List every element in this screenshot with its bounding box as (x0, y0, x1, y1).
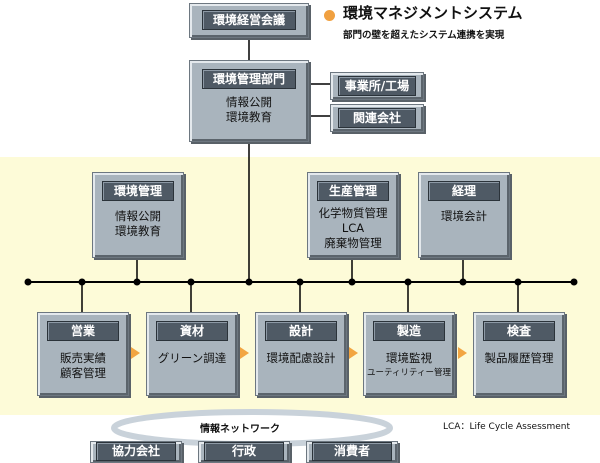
mid-box-env-mgmt: 環境管理 情報公開 環境教育 (92, 172, 184, 258)
network-label: 情報ネットワーク (200, 424, 280, 435)
bottom-box-inspection-header: 検査 (483, 321, 555, 341)
side-box-offices-label: 事業所/工場 (338, 76, 416, 96)
diagram-title: 環境マネジメントシステム (343, 4, 523, 22)
bottom-box-manufacturing: 製造 環境監視 ユーティリティー管理 (363, 312, 455, 396)
env-dept-header: 環境管理部門 (202, 69, 296, 89)
side-box-affiliates-label: 関連会社 (338, 108, 416, 128)
side-box-offices: 事業所/工場 (330, 72, 424, 100)
network-box-government-label: 行政 (204, 442, 284, 461)
lca-note: LCA：Life Cycle Assessment (443, 422, 570, 432)
top-box: 環境経営会議 (189, 3, 309, 38)
env-dept-box: 環境管理部門 情報公開 環境教育 (189, 60, 309, 142)
bottom-box-line: 製品履歴管理 (484, 351, 554, 365)
network-box-consumers-label: 消費者 (312, 442, 392, 461)
mid-box-accounting: 経理 環境会計 (418, 172, 510, 258)
network-box-partners-label: 協力会社 (96, 442, 176, 461)
bottom-box-sales: 営業 販売実績 顧客管理 (37, 312, 129, 396)
mid-box-production-header: 生産管理 (317, 181, 389, 201)
bottom-box-line: グリーン調達 (157, 351, 227, 365)
mid-box-line: 廃棄物管理 (324, 236, 382, 250)
env-dept-line: 情報公開 (226, 95, 272, 109)
side-box-affiliates: 関連会社 (330, 104, 424, 132)
flow-arrow-icon (349, 347, 358, 359)
bottom-box-manufacturing-header: 製造 (373, 321, 445, 341)
mid-box-accounting-header: 経理 (428, 181, 500, 201)
bottom-box-line: 販売実績 (60, 351, 106, 365)
diagram-subtitle: 部門の壁を超えたシステム連携を実現 (343, 30, 505, 41)
flow-arrow-icon (131, 347, 140, 359)
bottom-box-materials: 資材 グリーン調達 (146, 312, 238, 396)
title-bullet-icon (324, 10, 335, 21)
bottom-box-line: 環境配慮設計 (266, 351, 336, 365)
bottom-box-sales-header: 営業 (47, 321, 119, 341)
bottom-box-line: ユーティリティー管理 (367, 368, 451, 378)
mid-box-line: 環境会計 (441, 209, 487, 223)
network-box-government: 行政 (198, 441, 290, 463)
bottom-box-line: 環境監視 (386, 351, 432, 365)
bottom-box-line: 顧客管理 (60, 366, 106, 380)
flow-arrow-icon (240, 347, 249, 359)
network-box-consumers: 消費者 (306, 441, 398, 463)
mid-box-line: 情報公開 (115, 209, 161, 223)
bottom-box-design: 設計 環境配慮設計 (255, 312, 347, 396)
mid-box-line: 化学物質管理 (318, 206, 388, 220)
bottom-box-inspection: 検査 製品履歴管理 (473, 312, 565, 396)
network-box-partners: 協力会社 (90, 441, 182, 463)
mid-box-line: LCA (341, 221, 365, 235)
mid-box-env-mgmt-header: 環境管理 (102, 181, 174, 201)
mid-box-line: 環境教育 (115, 224, 161, 238)
mid-box-production: 生産管理 化学物質管理 LCA 廃棄物管理 (307, 172, 399, 258)
bottom-box-materials-header: 資材 (156, 321, 228, 341)
env-dept-line: 環境教育 (226, 110, 272, 124)
top-box-label: 環境経営会議 (202, 10, 296, 30)
flow-arrow-icon (458, 347, 467, 359)
bottom-box-design-header: 設計 (265, 321, 337, 341)
